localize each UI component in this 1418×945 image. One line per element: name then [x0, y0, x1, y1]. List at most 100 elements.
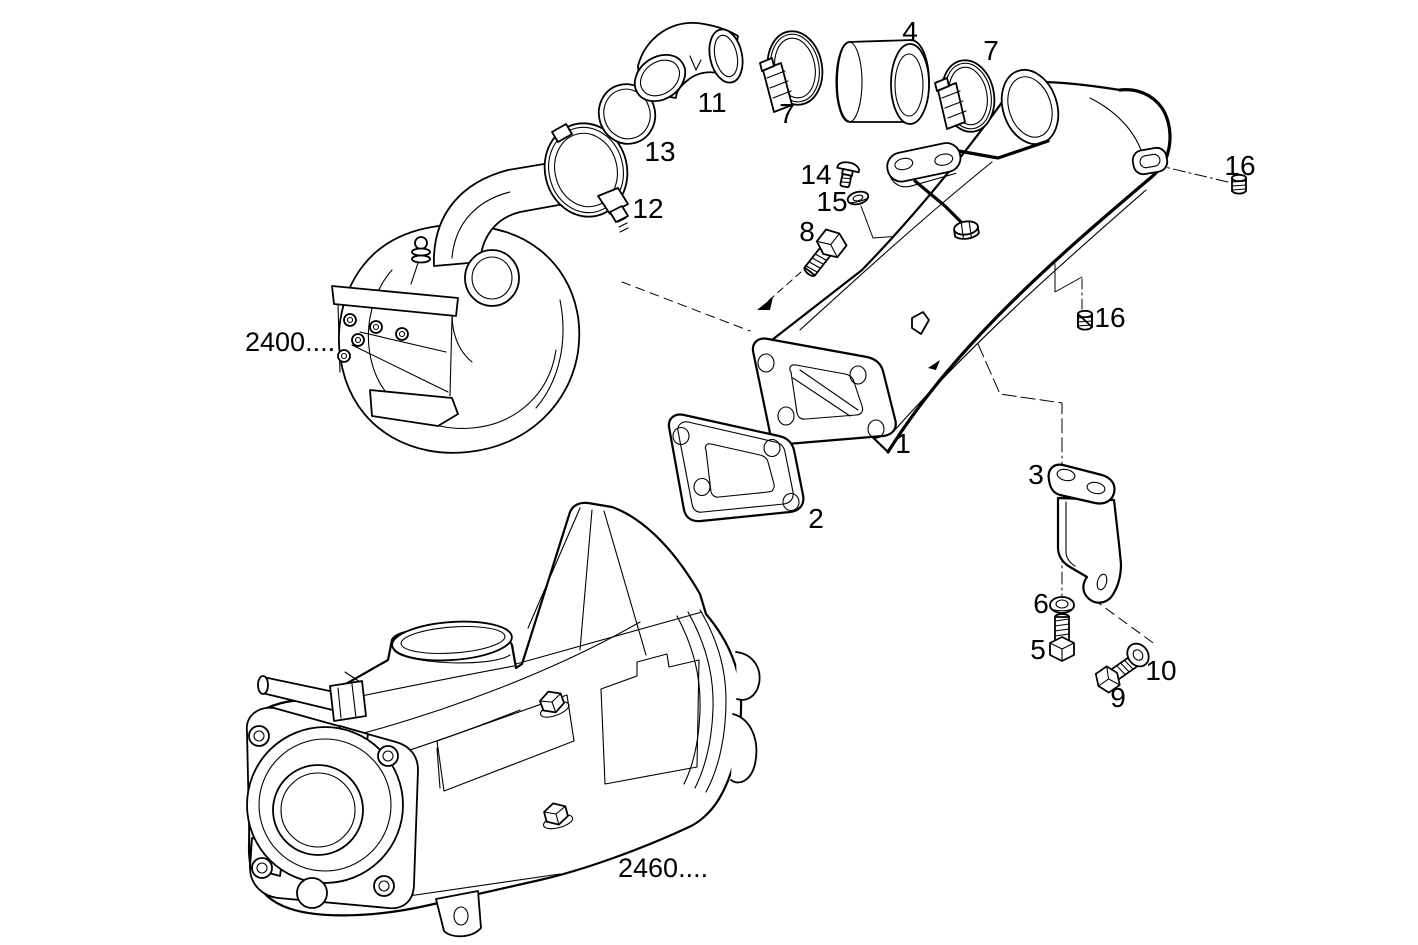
turbo-horn-inner-line	[451, 191, 511, 259]
part-16-plug-mid	[1077, 309, 1093, 331]
turbo-compressor-horn	[433, 161, 565, 267]
callout-10-washer: 10	[1145, 655, 1176, 686]
bolt8-leader-arrowhead	[757, 297, 773, 310]
housing-top-port-bore	[400, 625, 506, 655]
plug16-top-leader-line	[1151, 163, 1229, 183]
callout-4-sleeve: 4	[902, 16, 918, 47]
housing-stub-bracket-lines	[337, 671, 361, 719]
turbo-foot-flange	[369, 389, 459, 427]
washer6-side	[1049, 606, 1075, 612]
part-1-intake-pipe	[751, 69, 1172, 454]
assembly-ref-housing: 2460....	[618, 853, 708, 883]
callout-9-bolt: 9	[1110, 682, 1126, 713]
callout-16-plug-top: 16	[1224, 150, 1255, 181]
part-turbocharger-2400	[331, 161, 581, 454]
clamp12-band-inner	[554, 132, 618, 208]
housing-front-rim-inner	[258, 738, 392, 872]
clamp12-tbolt-body	[609, 205, 629, 223]
bracket-foot-hole	[1096, 573, 1108, 591]
turbo-exhaust-block-lines	[337, 304, 453, 397]
assembly-ref-turbocharger: 2400....	[245, 327, 335, 357]
housing-side-panel	[436, 694, 575, 792]
elbow-bore-right	[713, 34, 739, 78]
part-8-bolt	[803, 228, 848, 277]
callout-16-plug-mid: 16	[1094, 302, 1125, 333]
housing-bottom-dome	[296, 877, 328, 909]
callout-1-intake-pipe: 1	[895, 428, 911, 459]
callout-13-seal-ring: 13	[644, 136, 675, 167]
clamp7a-screw-housing	[762, 62, 793, 113]
callout-7-clamp-left: 7	[779, 98, 795, 129]
washer6-hole	[1055, 599, 1069, 609]
housing-bottom-skirt	[387, 873, 561, 900]
part-14-plug	[836, 161, 860, 189]
part-6-washer	[1049, 596, 1075, 614]
housing-hex-bolt-lower	[542, 802, 574, 830]
turbo-flange-bolts	[337, 313, 409, 363]
pipe-inlet-bore	[1007, 76, 1053, 138]
pipe-mounting-pad	[886, 139, 1050, 224]
turbo-inlet-rim	[464, 249, 520, 307]
turbo-exhaust-flange-bar	[331, 285, 459, 317]
bracket-leader-line	[977, 343, 1063, 459]
housing-corner-bosses	[248, 725, 399, 897]
part-4-hose-sleeve	[835, 39, 930, 125]
housing-boss-lower	[730, 713, 758, 784]
bolt9-leader-line	[1092, 598, 1157, 646]
part-7-hose-clamp-left	[759, 30, 824, 113]
part-5-bolt	[1049, 613, 1075, 662]
pipe-stud-nut	[953, 220, 980, 240]
clamp7b-worm-threads	[941, 90, 967, 119]
callout-3-bracket: 3	[1028, 459, 1044, 490]
housing-front-bore-outer	[272, 764, 364, 856]
clamp12-band-edge	[548, 126, 624, 214]
clamp7a-worm-threads	[766, 70, 792, 99]
part-13-seal-ring	[597, 83, 657, 145]
callout-12-vband-clamp: 12	[632, 193, 663, 224]
part-3-support-bracket	[1047, 463, 1123, 604]
pipe-bottom-tab	[911, 311, 930, 335]
housing-foot-hole	[453, 906, 469, 926]
elbow-opening-left	[633, 53, 687, 103]
sleeve-right-bore	[894, 53, 924, 117]
callout-15-washer: 15	[816, 186, 847, 217]
pipe-surface-crease	[799, 161, 993, 331]
housing-foot-tab	[435, 890, 482, 938]
callout-5-bolt: 5	[1030, 634, 1046, 665]
bracket-hole-right	[1086, 481, 1106, 495]
callout-7-clamp-right: 7	[983, 35, 999, 66]
gasket-holes	[672, 426, 800, 512]
callout-14-plug: 14	[800, 159, 831, 190]
pipe-edge-dart	[928, 360, 940, 370]
bolt8-leader-line	[765, 271, 802, 304]
housing-stub-end	[257, 675, 269, 695]
clamp7b-screw-head	[934, 77, 950, 92]
elbow-bore-left	[639, 59, 681, 97]
elbow-crease-mark	[689, 55, 702, 71]
bracket-body	[1056, 496, 1123, 604]
part-2-gasket	[667, 413, 805, 523]
housing-front-bore-inner	[280, 772, 356, 848]
gasket-opening	[704, 443, 775, 498]
housing-stepped-panel	[600, 653, 700, 785]
housing-hex-bolt-upper	[539, 690, 570, 718]
housing-scoop-ribs	[515, 507, 703, 665]
callout-11-elbow-hose: 11	[697, 87, 726, 118]
bracket-hole-left	[1056, 468, 1076, 482]
pipe-flange-holes	[757, 353, 885, 439]
callout-8-bolt: 8	[799, 216, 815, 247]
pad-leader-down	[913, 179, 963, 224]
elbow-opening-right	[708, 28, 744, 84]
clamp12-tbolt-threads	[617, 217, 629, 233]
pipe-lower-inner-line	[892, 189, 1147, 433]
housing-end-ribs	[676, 609, 727, 793]
ring13-inner	[603, 88, 651, 140]
part-11-elbow-hose	[633, 22, 744, 103]
pad-leader-right	[951, 139, 1050, 160]
part-16-plug-top	[1231, 173, 1247, 195]
turbo-volute-arc2	[535, 299, 564, 409]
pipe-flange-bore-lines	[792, 369, 859, 417]
sleeve-left-edge	[835, 41, 863, 123]
